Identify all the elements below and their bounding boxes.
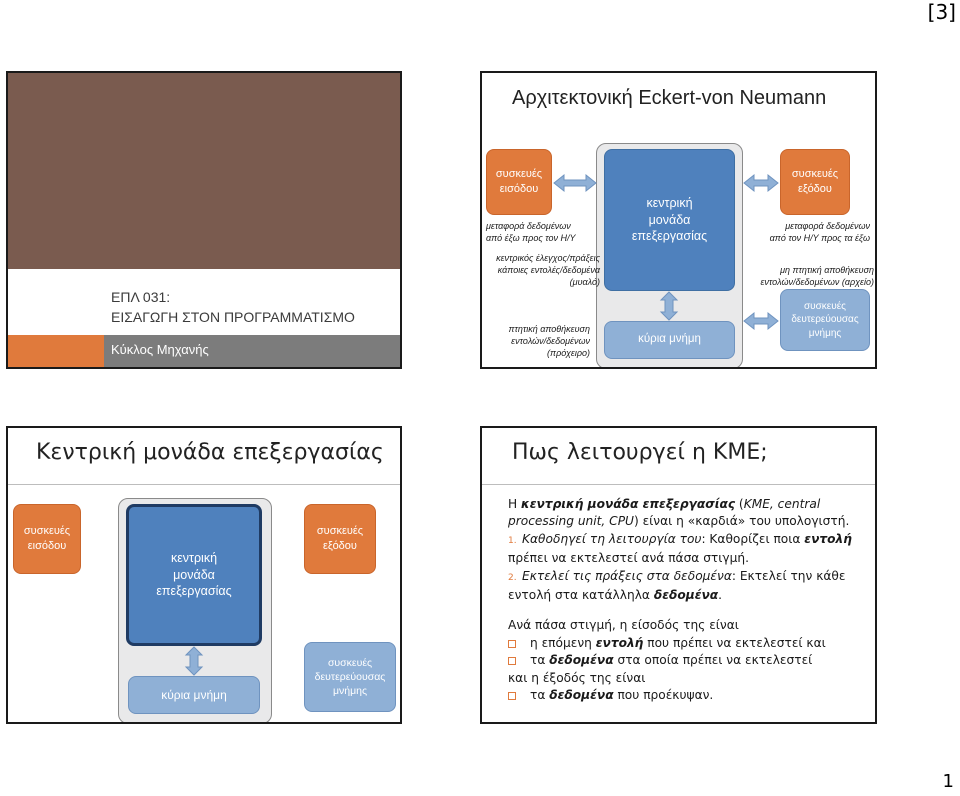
- arrow-cpu-memory: [184, 646, 204, 676]
- page-number: 1: [942, 771, 954, 792]
- course-name: ΕΙΣΑΓΩΓΗ ΣΤΟΝ ΠΡΟΓΡΑΜΜΑΤΙΣΜΟ: [111, 309, 355, 325]
- course-title: ΕΠΛ 031: ΕΙΣΑΓΩΓΗ ΣΤΟΝ ΠΡΟΓΡΑΜΜΑΤΙΣΜΟ: [111, 287, 355, 327]
- course-code: ΕΠΛ 031:: [111, 289, 171, 305]
- slide-body: Η κεντρική μονάδα επεξεργασίας (ΚΜΕ, cen…: [508, 496, 868, 704]
- slide-title: Κεντρική μονάδα επεξεργασίας: [36, 440, 384, 465]
- output-paragraph: και η έξοδός της είναι: [508, 670, 646, 685]
- list-item-1: 1.Καθοδηγεί τη λειτουργία του: Καθορίζει…: [508, 531, 852, 566]
- connector-arrows: [184, 646, 204, 676]
- arrow-cpu-output: [743, 173, 779, 193]
- bullet-item: τα δεδομένα στα οποία πρέπει να εκτελεστ…: [508, 652, 868, 669]
- slide-subtitle: Κύκλος Μηχανής: [111, 342, 209, 357]
- slide-architecture: Αρχιτεκτονική Eckert-von Neumann συσκευέ…: [480, 71, 877, 369]
- bullet-item: η επόμενη εντολή που πρέπει να εκτελεστε…: [508, 635, 868, 652]
- square-bullet-icon: [508, 692, 516, 701]
- square-bullet-icon: [508, 639, 516, 648]
- main-memory-box: κύρια μνήμη: [604, 321, 735, 359]
- main-memory-box: κύρια μνήμη: [128, 676, 260, 714]
- divider: [8, 484, 400, 485]
- divider: [482, 484, 875, 485]
- arrow-cpu-secondary: [743, 311, 779, 331]
- slide-cpu-function: Πως λειτουργεί η ΚΜΕ; Η κεντρική μονάδα …: [480, 426, 877, 724]
- arrow-input-cpu: [553, 173, 597, 193]
- accent-block: [8, 335, 104, 367]
- slide-title: Αρχιτεκτονική Eckert-von Neumann: [512, 87, 827, 109]
- list-item-2: 2.Εκτελεί τις πράξεις στα δεδομένα: Εκτε…: [508, 568, 846, 603]
- input-paragraph: Ανά πάσα στιγμή, η είσοδός της είναι: [508, 618, 739, 633]
- page-marker: [3]: [927, 0, 956, 24]
- intro-paragraph: Η κεντρική μονάδα επεξεργασίας (ΚΜΕ, cen…: [508, 497, 850, 529]
- square-bullet-icon: [508, 657, 516, 666]
- arrow-cpu-memory: [659, 291, 679, 321]
- title-band: [8, 73, 400, 269]
- slide-title: Πως λειτουργεί η ΚΜΕ;: [512, 440, 768, 465]
- slide-title: ΕΠΛ 031: ΕΙΣΑΓΩΓΗ ΣΤΟΝ ΠΡΟΓΡΑΜΜΑΤΙΣΜΟ Κύ…: [6, 71, 402, 369]
- bullet-item: τα δεδομένα που προέκυψαν.: [508, 687, 868, 704]
- connector-arrows: [553, 173, 779, 331]
- subtitle-band: [104, 335, 400, 367]
